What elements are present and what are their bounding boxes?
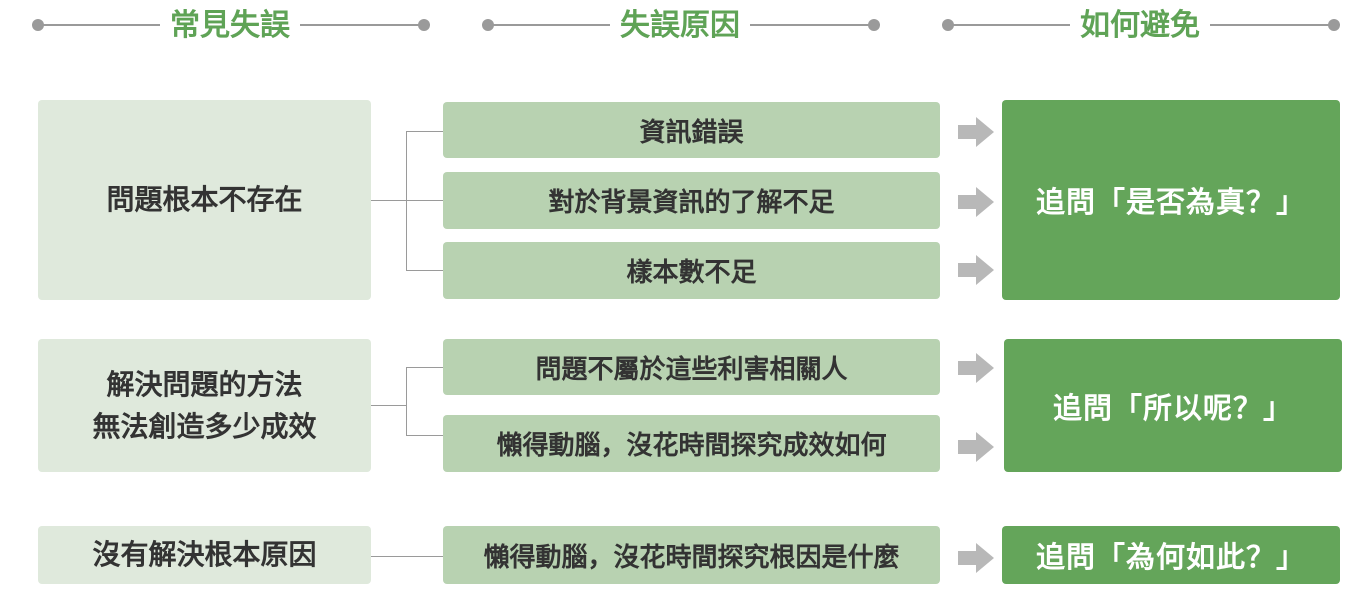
- header-causes: 失誤原因: [480, 8, 880, 48]
- right-arrow-icon: [958, 255, 994, 285]
- connector: [371, 200, 407, 201]
- cause-box: 問題不屬於這些利害相關人: [443, 339, 940, 395]
- connector: [371, 556, 443, 557]
- connector: [406, 435, 443, 436]
- right-arrow-icon: [958, 353, 994, 383]
- connector: [406, 367, 443, 368]
- right-arrow-icon: [958, 117, 994, 147]
- connector: [406, 200, 443, 201]
- cause-box: 樣本數不足: [443, 242, 940, 299]
- solution-box: 追問「是否為真？」: [1002, 100, 1340, 300]
- header-dot-left: [482, 19, 494, 31]
- header-mistakes: 常見失誤: [30, 8, 430, 48]
- mistake-box: 沒有解決根本原因: [38, 526, 371, 584]
- mistake-box: 問題根本不存在: [38, 100, 371, 300]
- mistake-box: 解決問題的方法 無法創造多少成效: [38, 339, 371, 472]
- connector: [406, 131, 407, 271]
- right-arrow-icon: [958, 187, 994, 217]
- right-arrow-icon: [958, 543, 994, 573]
- header-dot-right: [418, 19, 430, 31]
- cause-box: 懶得動腦，沒花時間探究根因是什麼: [443, 526, 940, 584]
- header-dot-right: [1328, 19, 1340, 31]
- right-arrow-icon: [958, 432, 994, 462]
- connector: [371, 405, 407, 406]
- connector: [406, 270, 443, 271]
- header-dot-right: [868, 19, 880, 31]
- header-causes-label: 失誤原因: [610, 8, 750, 44]
- cause-box: 資訊錯誤: [443, 102, 940, 158]
- connector: [406, 131, 443, 132]
- solution-box: 追問「為何如此？」: [1002, 526, 1340, 584]
- cause-box: 懶得動腦，沒花時間探究成效如何: [443, 415, 940, 472]
- cause-box: 對於背景資訊的了解不足: [443, 172, 940, 229]
- header-avoid-label: 如何避免: [1070, 8, 1210, 44]
- header-dot-left: [32, 19, 44, 31]
- header-mistakes-label: 常見失誤: [160, 8, 300, 44]
- solution-box: 追問「所以呢？」: [1004, 339, 1342, 472]
- connector: [406, 367, 407, 436]
- header-dot-left: [942, 19, 954, 31]
- header-avoid: 如何避免: [940, 8, 1340, 48]
